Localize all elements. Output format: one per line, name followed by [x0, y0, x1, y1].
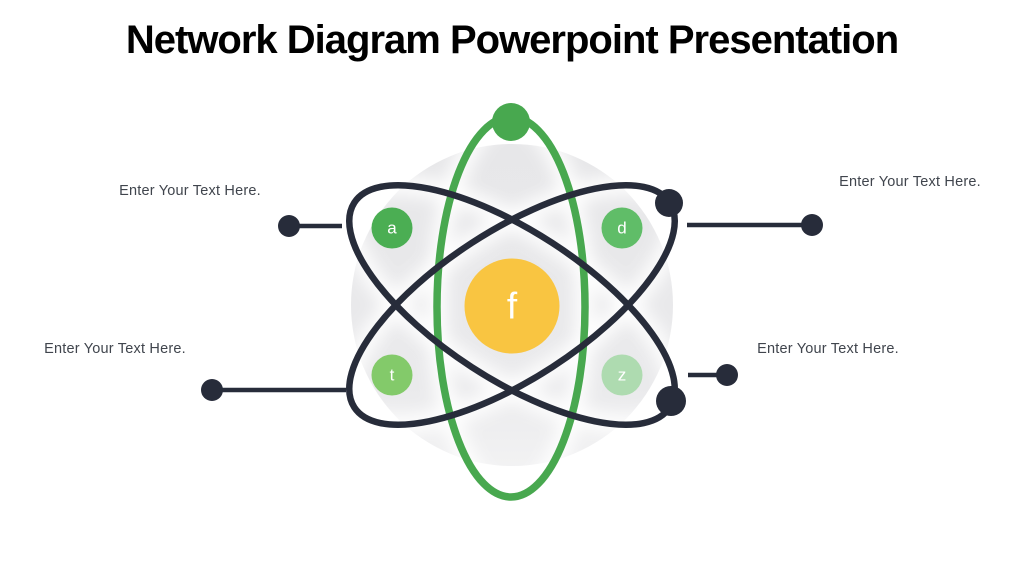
node-d: d [601, 207, 643, 249]
slide-title: Network Diagram Powerpoint Presentation [125, 18, 899, 62]
connector-bottom-left [201, 379, 346, 401]
node-t: t [371, 354, 413, 396]
node-a: a [371, 207, 413, 249]
dark-electron-dot-bottom-right [656, 386, 686, 416]
connector-dot-bottom-left [201, 379, 223, 401]
text-placeholder-bottom-left: Enter Your Text Here. [44, 341, 186, 357]
text-placeholder-bottom-right: Enter Your Text Here. [757, 341, 899, 357]
text-placeholder-top-right: Enter Your Text Here. [839, 174, 981, 190]
green-electron-dot [492, 103, 530, 141]
connector-dot-top-right [801, 214, 823, 236]
connector-dot-top-left [278, 215, 300, 237]
text-placeholder-top-left: Enter Your Text Here. [119, 183, 261, 199]
connector-bottom-right [688, 364, 738, 386]
center-node: f [464, 258, 560, 354]
dark-electron-dot-top-right [655, 189, 683, 217]
connector-top-right [687, 214, 823, 236]
connector-dot-bottom-right [716, 364, 738, 386]
node-z: z [601, 354, 643, 396]
connector-top-left [278, 215, 342, 237]
